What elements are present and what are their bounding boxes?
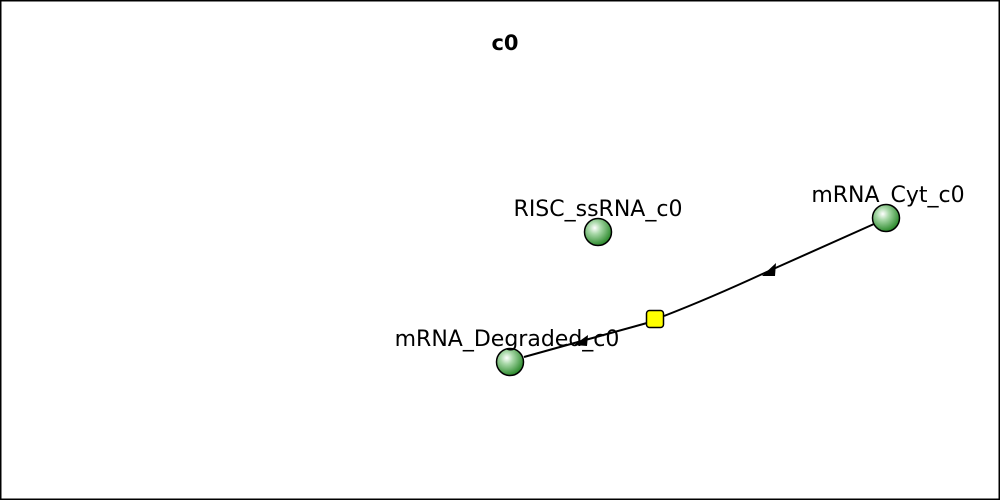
species-node-mrna-degraded[interactable]: mRNA_Degraded_c0 [395, 327, 620, 377]
species-sphere-icon[interactable] [583, 217, 613, 247]
species-sphere-icon[interactable] [495, 347, 525, 377]
reaction-edges [523, 223, 875, 358]
species-label: mRNA_Degraded_c0 [395, 327, 620, 352]
species-sphere-icon[interactable] [871, 203, 901, 233]
edge-arrowhead-icon [574, 335, 588, 346]
reaction-edge-product[interactable] [523, 322, 648, 358]
species-node-risc-ssrna[interactable]: RISC_ssRNA_c0 [514, 197, 683, 247]
species-node-mrna-cyt[interactable]: mRNA_Cyt_c0 [811, 183, 965, 233]
species-label: mRNA_Cyt_c0 [811, 183, 964, 208]
compartment-title: c0 [491, 31, 518, 55]
reaction-process-glyph[interactable] [645, 309, 665, 329]
edge-arrowhead-icon [762, 263, 776, 276]
